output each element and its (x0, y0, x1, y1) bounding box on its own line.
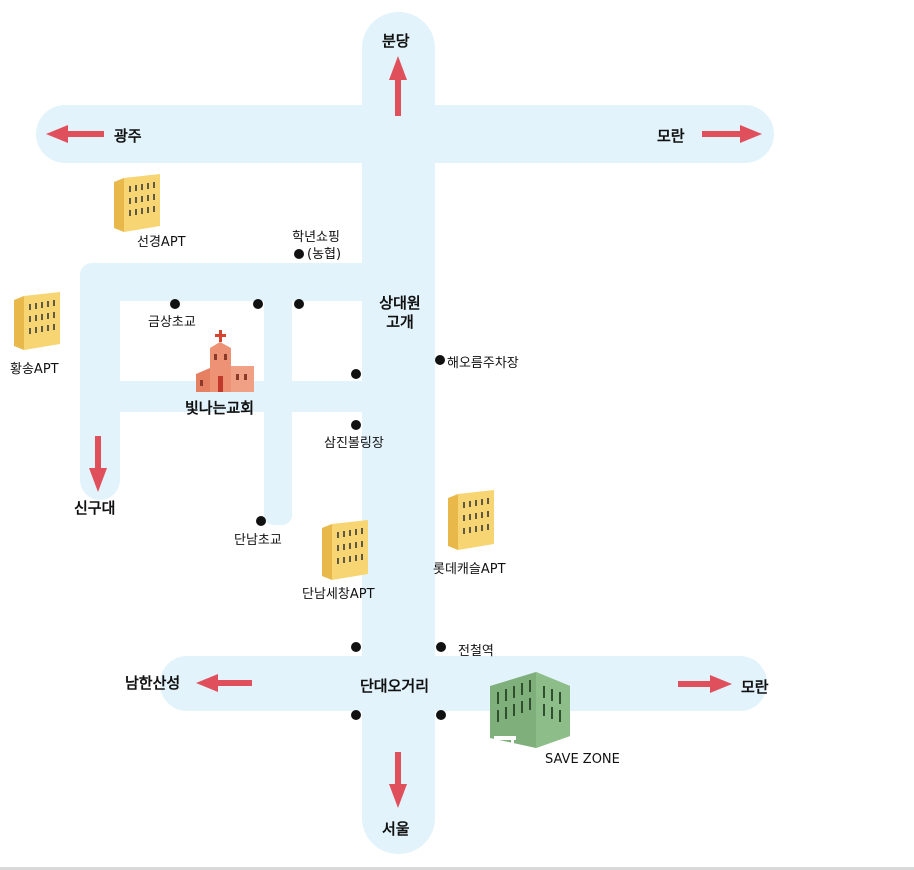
direction-label-namhansanseong: 남한산성 (125, 674, 181, 692)
arrow-down-icon (389, 752, 407, 808)
road-top-horizontal (36, 105, 774, 163)
direction-label-singudae: 신구대 (74, 499, 116, 517)
arrow-left-icon (46, 125, 104, 143)
landmark-label-jeoncheol: 전철역 (458, 644, 494, 659)
landmark-marker (351, 642, 361, 652)
bottom-border (0, 867, 914, 870)
church-label: 빛나는교회 (185, 399, 255, 417)
landmark-label-haeoreum: 해오름주차장 (447, 356, 519, 371)
save-zone-building-icon (490, 672, 570, 748)
church-icon (196, 330, 254, 392)
arrow-right-icon (678, 675, 732, 693)
landmark-label-line: 학년쇼핑 (292, 230, 340, 245)
landmark-label-samjin: 삼진볼링장 (324, 436, 384, 451)
landmark-marker (351, 420, 361, 430)
direction-label-bundang: 분당 (382, 32, 410, 50)
landmark-label-line: (농협) (307, 247, 342, 262)
direction-label-gwangju: 광주 (114, 127, 142, 145)
apartment-label-dannam-sechang: 단남세창APT (302, 587, 375, 602)
landmark-label-hakneon: 학년쇼핑 (농협) (291, 229, 341, 263)
apartment-building-icon (14, 292, 60, 350)
arrow-down-icon (89, 436, 107, 492)
direction-label-moran: 모란 (657, 127, 685, 145)
intersection-label-line: 상대원 (379, 294, 421, 312)
road-upper-branch (80, 263, 370, 301)
landmark-marker (294, 249, 304, 259)
landmark-label-save-zone: SAVE ZONE (545, 752, 620, 767)
landmark-marker (294, 299, 304, 309)
road-school-street (264, 263, 292, 525)
arrow-up-icon (389, 56, 407, 116)
landmark-label-geumsang: 금상초교 (148, 315, 196, 330)
landmark-marker (253, 299, 263, 309)
apartment-building-icon (322, 520, 368, 580)
landmark-marker (351, 710, 361, 720)
direction-label-seoul: 서울 (382, 820, 410, 838)
landmark-marker (436, 710, 446, 720)
apartment-label-seongyeong: 선경APT (137, 235, 186, 250)
road-bottom-horizontal (160, 656, 767, 711)
apartment-building-icon (114, 174, 160, 232)
arrow-right-icon (702, 125, 762, 143)
intersection-label-line: 고개 (386, 313, 414, 331)
apartment-building-icon (448, 490, 494, 550)
landmark-label-dannam-school: 단남초교 (234, 533, 282, 548)
landmark-marker (435, 355, 445, 365)
landmark-marker (351, 369, 361, 379)
intersection-label-dandae: 단대오거리 (360, 677, 430, 695)
arrow-left-icon (196, 674, 252, 692)
intersection-label-sangdaewon: 상대원 고개 (375, 294, 425, 332)
apartment-label-lotte: 롯데캐슬APT (433, 562, 506, 577)
apartment-label-hwangsong: 황송APT (10, 362, 59, 377)
landmark-marker (436, 642, 446, 652)
landmark-marker (170, 299, 180, 309)
direction-label-moran: 모란 (741, 678, 769, 696)
landmark-marker (256, 516, 266, 526)
